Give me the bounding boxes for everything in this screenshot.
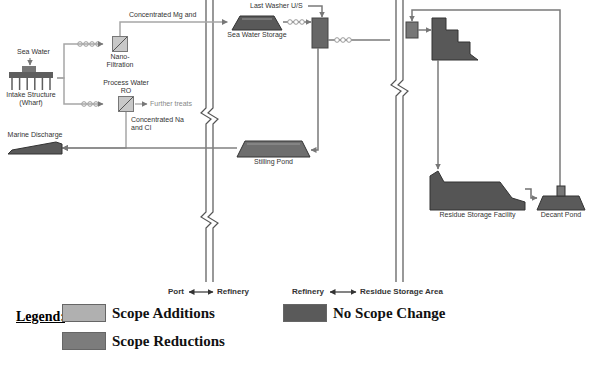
marine-outfall: Marine Discharge <box>8 131 63 156</box>
node-label: Intake Structure (Wharf) <box>5 91 57 107</box>
ramp-symbol <box>8 140 62 156</box>
node-label: Process Water RO <box>103 79 149 95</box>
node-label: Decant Pond <box>541 211 581 219</box>
stream-label: Sea Water <box>17 48 50 56</box>
area-label: Refinery <box>292 287 324 297</box>
outflow-arrow <box>135 103 147 104</box>
inflow-arrow <box>29 58 30 65</box>
stilling-pond: Stilling Pond <box>237 139 310 166</box>
legend-swatch <box>62 332 106 350</box>
pipe-connector <box>57 44 103 78</box>
shape <box>237 141 310 157</box>
legend-title: Legend: <box>16 308 65 325</box>
stream-label: Further treats <box>150 100 192 108</box>
shape <box>232 16 282 30</box>
shape <box>537 196 585 210</box>
node-label: Marine Discharge <box>8 131 63 139</box>
residue-facility: Residue Storage Facility <box>430 168 525 219</box>
node-label: Nano-Filtration <box>103 53 137 69</box>
flow-label: Concentrated Mg and <box>128 11 197 19</box>
filter-symbol <box>112 36 128 52</box>
decant-symbol <box>537 186 585 210</box>
legend-swatch <box>62 304 106 322</box>
stream-label: Last Washer U/S <box>250 2 303 10</box>
thickener-symbol <box>432 18 478 60</box>
legend-swatch <box>283 304 327 322</box>
tank-symbol <box>406 22 418 38</box>
pipe-connector <box>62 112 126 148</box>
pipe <box>311 48 318 150</box>
pump-symbol <box>78 20 352 107</box>
pipe <box>308 6 322 17</box>
node-label: Residue Storage Facility <box>440 211 516 219</box>
pond-symbol <box>237 139 310 157</box>
shape <box>557 186 565 196</box>
shape <box>113 37 128 52</box>
shape <box>8 142 62 154</box>
node-label: Stilling Pond <box>254 158 293 166</box>
pipe <box>412 10 560 186</box>
legend-text: Scope Additions <box>112 304 215 322</box>
pipe <box>418 29 431 31</box>
intake-symbol <box>8 66 54 90</box>
pond-symbol <box>232 14 282 30</box>
shape <box>22 66 36 72</box>
intake-structure: Intake Structure (Wharf) <box>5 66 57 107</box>
pipe-connector <box>120 22 227 36</box>
direction-arrow <box>330 291 356 292</box>
legend-text: No Scope Change <box>333 304 446 322</box>
flow-label: Concentrated Na and Cl <box>130 116 186 132</box>
storage-pond: Sea Water Storage <box>227 14 286 39</box>
pipe-connector <box>57 78 103 104</box>
residue-symbol <box>430 168 525 210</box>
shape <box>430 171 525 210</box>
area-boundary <box>201 0 408 282</box>
legend-text: Scope Reductions <box>112 332 225 350</box>
area-label: Residue Storage Area <box>360 287 443 297</box>
node-label: Sea Water Storage <box>227 31 286 39</box>
area-label: Port <box>168 287 184 297</box>
filter-unit: Nano-Filtration <box>103 36 137 69</box>
shape <box>119 97 134 112</box>
shape <box>9 72 53 78</box>
filter-symbol <box>118 96 134 112</box>
direction-arrow <box>189 291 213 292</box>
pipe-connector <box>525 189 537 198</box>
decant-pond: Decant Pond <box>537 186 585 219</box>
tank-symbol <box>312 18 328 48</box>
pipe-connector <box>62 147 237 149</box>
filter-unit: Process Water RO <box>103 79 149 112</box>
pipe <box>437 60 439 169</box>
area-label: Refinery <box>217 287 249 297</box>
